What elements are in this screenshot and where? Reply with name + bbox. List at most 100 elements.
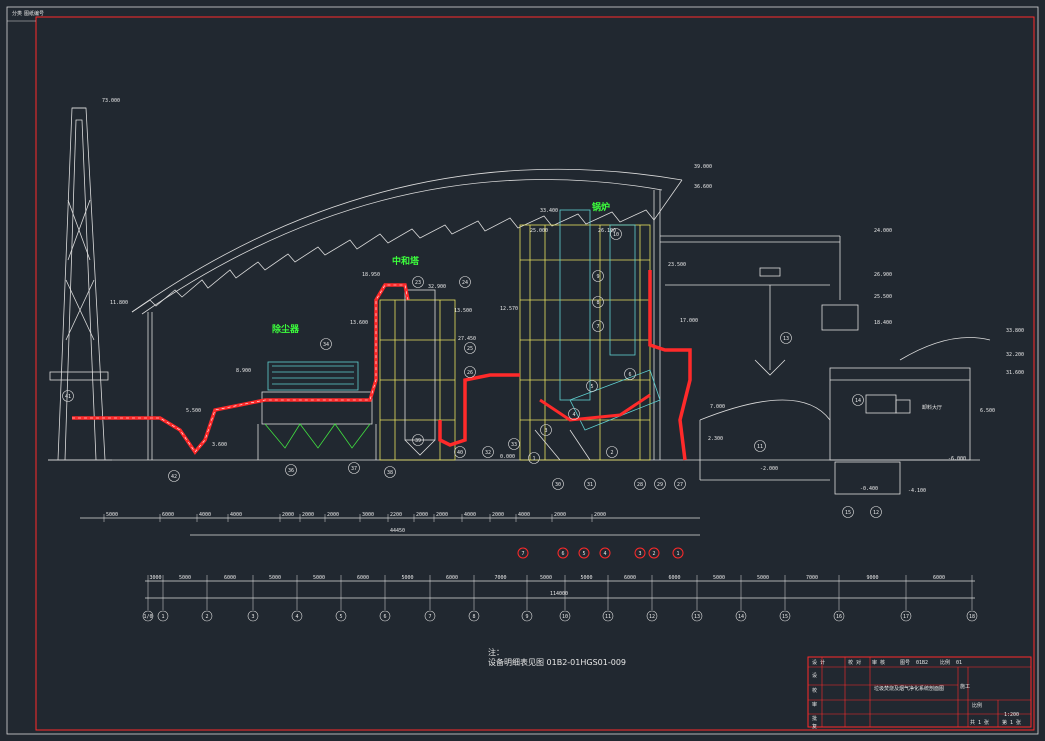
tb-drawing-no: 01B2 [916, 660, 928, 666]
svg-text:33.800: 33.800 [1006, 328, 1024, 334]
tb-left-4: 批 [812, 715, 817, 722]
callout-label: 37 [351, 466, 357, 472]
bay-dimension: 5000 [179, 575, 191, 581]
axis-label: 14 [738, 614, 744, 620]
roof-truss [131, 168, 683, 460]
svg-text:6.500: 6.500 [980, 408, 995, 414]
label-unloading-hall: 卸料大厅 [922, 404, 942, 411]
callout-label: 29 [657, 482, 663, 488]
tb-scale-label: 比例 [972, 702, 982, 709]
svg-text:39.000: 39.000 [694, 164, 712, 170]
callout-label: 28 [637, 482, 643, 488]
callout-circle [459, 276, 471, 288]
svg-text:36.600: 36.600 [694, 184, 712, 190]
callout-circle [584, 478, 596, 490]
bay-dimension: 5000 [269, 575, 281, 581]
svg-text:31.600: 31.600 [1006, 370, 1024, 376]
callout-label: 8 [596, 300, 599, 306]
callout-circle [592, 296, 604, 308]
label-boiler: 锅炉 [591, 201, 610, 213]
top-dimension: 4000 [518, 512, 530, 518]
callout-label: 40 [457, 450, 463, 456]
svg-text:11.800: 11.800 [110, 300, 128, 306]
callout-circle [540, 424, 552, 436]
callout-circle [870, 506, 882, 518]
axis-label: 6 [383, 614, 386, 620]
svg-text:18.950: 18.950 [362, 272, 380, 278]
axis-bubble [779, 610, 791, 622]
axis-bubble [900, 610, 912, 622]
callout-circle [348, 462, 360, 474]
callout-label: 42 [171, 474, 177, 480]
svg-text:13.600: 13.600 [350, 320, 368, 326]
callout-label: 32 [485, 450, 491, 456]
callout-label: 23 [415, 280, 421, 286]
callout-circle [62, 390, 74, 402]
axis-bubble [833, 610, 845, 622]
callout-circle [606, 446, 618, 458]
callout-circle [780, 332, 792, 344]
top-dimension: 4000 [464, 512, 476, 518]
callout-circle [624, 368, 636, 380]
callout-circle [852, 394, 864, 406]
svg-text:-4.100: -4.100 [908, 488, 926, 494]
red-marker-label: 6 [561, 551, 564, 557]
svg-text:17.000: 17.000 [680, 318, 698, 324]
tb-left-5: 复 [812, 723, 817, 730]
flue-gas-duct [72, 270, 692, 461]
top-dimension: 2000 [492, 512, 504, 518]
bay-dimension: 5000 [580, 575, 592, 581]
red-marker-circle [557, 547, 569, 559]
axis-label: 11 [605, 614, 611, 620]
top-dimension: 2000 [282, 512, 294, 518]
callout-label: 33 [511, 442, 517, 448]
axis-bubble [291, 610, 303, 622]
red-marker-label: 3 [638, 551, 641, 557]
axis-bubble [735, 610, 747, 622]
bay-dimension: 3000 [149, 575, 161, 581]
svg-text:2.300: 2.300 [708, 436, 723, 442]
bay-dimension: 6000 [933, 575, 945, 581]
bay-dimension: 6000 [668, 575, 680, 581]
callout-circle [552, 478, 564, 490]
callout-label: 41 [65, 394, 71, 400]
svg-text:7.000: 7.000 [710, 404, 725, 410]
callout-circle [464, 366, 476, 378]
top-dimension: 2000 [416, 512, 428, 518]
tb-check: 校 对 [848, 659, 861, 666]
red-marker-circle [672, 547, 684, 559]
red-marker-circle [599, 547, 611, 559]
axis-label: 1/0 [143, 614, 152, 620]
tb-sheet-total: 共 1 张 [970, 719, 989, 726]
label-neutralization-tower: 中和塔 [392, 255, 420, 267]
axis-bubble [646, 610, 658, 622]
callout-label: 2 [610, 450, 613, 456]
axis-label: 18 [969, 614, 975, 620]
bay-dimension: 6000 [624, 575, 636, 581]
callout-circle [634, 478, 646, 490]
callout-label: 25 [467, 346, 473, 352]
svg-text:27.450: 27.450 [458, 336, 476, 342]
tb-scale-value: 1:200 [1004, 712, 1019, 718]
top-dimension: 2000 [554, 512, 566, 518]
axis-label: 2 [205, 614, 208, 620]
callout-label: 36 [288, 468, 294, 474]
svg-text:0.000: 0.000 [500, 454, 515, 460]
chimney [48, 107, 112, 461]
top-dimension: 6000 [162, 512, 174, 518]
callout-circle [454, 446, 466, 458]
dust-collector [257, 361, 377, 460]
svg-text:23.500: 23.500 [668, 262, 686, 268]
top-dimension: 4000 [230, 512, 242, 518]
inner-red-frame [35, 16, 1035, 731]
callout-label: 30 [555, 482, 561, 488]
callout-label: 39 [415, 438, 421, 444]
tb-sheet-num: 第 1 张 [1002, 719, 1021, 726]
axis-label: 8 [472, 614, 475, 620]
callout-circle [842, 506, 854, 518]
callout-circle [586, 380, 598, 392]
red-marker-circle [648, 547, 660, 559]
top-dimension: 2200 [390, 512, 402, 518]
crane-bunker [660, 235, 991, 495]
